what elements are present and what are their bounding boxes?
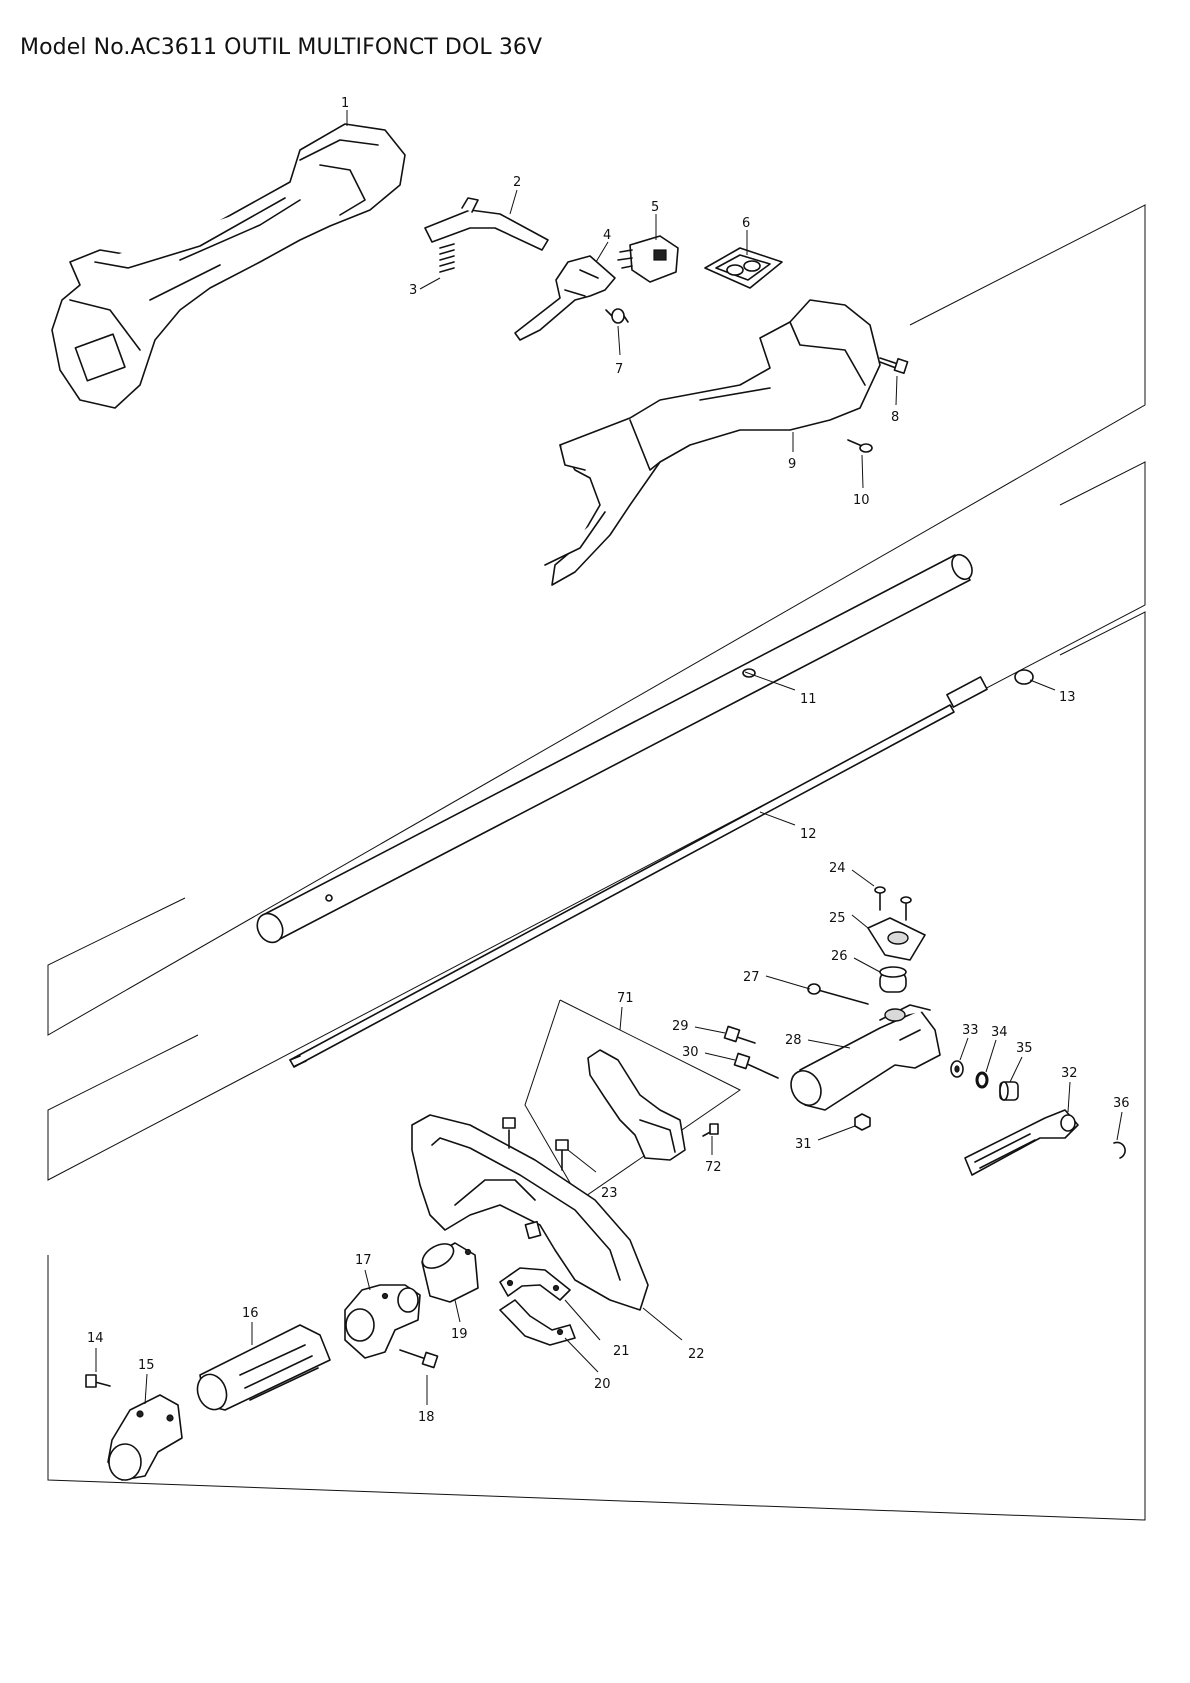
tapping-screw-24-part [874, 886, 912, 921]
flat-washer-part [950, 1060, 964, 1078]
handle-holder-part [344, 1284, 421, 1359]
callout-34: 34 [991, 1025, 1008, 1040]
callout-24: 24 [829, 861, 846, 876]
switch-panel-part [704, 247, 783, 289]
bolt-29-part [723, 1025, 756, 1044]
leader-lines [95, 110, 1123, 1405]
clamp-20-part [499, 1299, 576, 1346]
bolt-23-part [502, 1117, 569, 1171]
callout-26: 26 [831, 949, 848, 964]
sleeve-19-part [421, 1242, 479, 1303]
callout-28: 28 [785, 1033, 802, 1048]
callout-4: 4 [603, 228, 611, 243]
switch-part [617, 235, 679, 283]
lock-lever-part [424, 197, 549, 251]
loop-handle-part [411, 1114, 649, 1311]
screw-14-part [85, 1374, 111, 1388]
clamp-21-part [499, 1267, 571, 1301]
retaining-ring-36-part [1113, 1141, 1126, 1159]
o-ring-part [975, 1071, 989, 1089]
callout-27: 27 [743, 970, 760, 985]
callout-31: 31 [795, 1137, 812, 1152]
callout-14: 14 [87, 1331, 104, 1346]
callout-29: 29 [672, 1019, 689, 1034]
knob-part [879, 966, 907, 993]
shaft-part [289, 676, 988, 1068]
housing-left-part [51, 123, 406, 409]
callout-8: 8 [891, 410, 899, 425]
callout-22: 22 [688, 1347, 705, 1362]
callout-16: 16 [242, 1306, 259, 1321]
bolt-30-part [733, 1052, 779, 1079]
callout-12: 12 [800, 827, 817, 842]
callout-25: 25 [829, 911, 846, 926]
compression-spring-part [439, 243, 455, 273]
screw-8-part [879, 357, 909, 375]
callout-6: 6 [742, 216, 750, 231]
bolt-27-part [807, 983, 869, 1005]
callout-7: 7 [615, 362, 623, 377]
lever-32-part [964, 1109, 1079, 1176]
callout-23: 23 [601, 1186, 618, 1201]
torsion-spring-part [605, 308, 629, 324]
pipe-part [256, 553, 973, 944]
sleeve-35-part [999, 1081, 1019, 1101]
callout-numbers: 1 2 3 4 5 6 7 8 9 10 11 12 13 14 15 16 1… [87, 96, 1130, 1425]
joint-holder-part [790, 1004, 941, 1111]
callout-2: 2 [513, 175, 521, 190]
nut-part [854, 1113, 871, 1131]
callout-33: 33 [962, 1023, 979, 1038]
callout-72: 72 [705, 1160, 722, 1175]
callout-13: 13 [1059, 690, 1076, 705]
hex-socket-bolt-part [399, 1349, 439, 1369]
lever-assembly-part [587, 1049, 686, 1161]
clamp-cap-part [107, 1394, 183, 1481]
grip-part [196, 1324, 331, 1411]
callout-5: 5 [651, 200, 659, 215]
retaining-ring-13-part [1014, 669, 1034, 685]
callout-11: 11 [800, 692, 817, 707]
callout-3: 3 [409, 283, 417, 298]
callout-35: 35 [1016, 1041, 1033, 1056]
housing-right-part [544, 299, 881, 586]
callout-30: 30 [682, 1045, 699, 1060]
cover-part [867, 917, 926, 961]
switch-lever-part [514, 255, 616, 341]
callout-19: 19 [451, 1327, 468, 1342]
callout-20: 20 [594, 1377, 611, 1392]
callout-36: 36 [1113, 1096, 1130, 1111]
frame-lines [47, 204, 1146, 1521]
tapping-screw-10-part [847, 439, 873, 453]
callout-21: 21 [613, 1344, 630, 1359]
callout-71: 71 [617, 991, 634, 1006]
callout-17: 17 [355, 1253, 372, 1268]
callout-32: 32 [1061, 1066, 1078, 1081]
screw-72-part [702, 1123, 719, 1137]
callout-18: 18 [418, 1410, 435, 1425]
callout-9: 9 [788, 457, 796, 472]
callout-10: 10 [853, 493, 870, 508]
callout-1: 1 [341, 96, 349, 111]
callout-15: 15 [138, 1358, 155, 1373]
page-title: Model No.AC3611 OUTIL MULTIFONCT DOL 36V [20, 34, 543, 60]
